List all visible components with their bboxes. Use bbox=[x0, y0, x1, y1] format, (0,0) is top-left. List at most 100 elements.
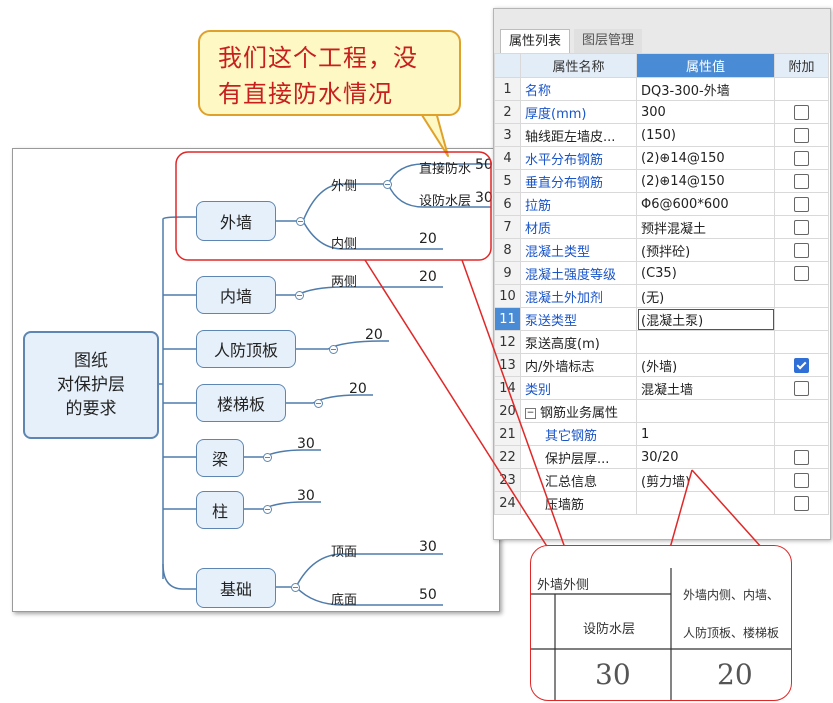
property-value-cell[interactable]: DQ3-300-外墙 bbox=[636, 77, 775, 101]
extra-checkbox[interactable] bbox=[794, 196, 809, 212]
root-node[interactable]: 图纸 对保护层 的要求 bbox=[23, 331, 159, 439]
collapse-toggle-column[interactable] bbox=[263, 505, 272, 514]
extra-cell bbox=[774, 330, 829, 354]
row-index: 8 bbox=[494, 238, 521, 262]
property-name-cell: 混凝土强度等级 bbox=[520, 261, 637, 285]
extra-cell bbox=[774, 376, 829, 400]
value-column: 30 bbox=[297, 488, 315, 504]
node-stair-slab[interactable]: 楼梯板 bbox=[196, 384, 286, 422]
extra-checkbox[interactable] bbox=[794, 449, 809, 465]
node-beam[interactable]: 梁 bbox=[196, 439, 244, 477]
property-value-cell[interactable]: 300 bbox=[636, 100, 775, 124]
collapse-toggle-stair[interactable] bbox=[314, 399, 323, 408]
header-index bbox=[494, 53, 521, 78]
property-value-cell[interactable]: (外墙) bbox=[636, 353, 775, 377]
property-name-cell: 泵送类型 bbox=[520, 307, 637, 331]
collapse-toggle-inner-wall[interactable] bbox=[295, 291, 304, 300]
property-value-cell[interactable]: (预拌砼) bbox=[636, 238, 775, 262]
tab-bar: 属性列表 图层管理 bbox=[494, 9, 830, 54]
collapse-toggle-outer-wall[interactable] bbox=[296, 217, 305, 226]
property-value-cell[interactable]: (无) bbox=[636, 284, 775, 308]
property-name-cell: 压墙筋 bbox=[520, 491, 637, 515]
header-property-name[interactable]: 属性名称 bbox=[520, 53, 637, 78]
drawing-outer-side: 外墙外侧 bbox=[537, 578, 590, 593]
label-with-waterproof-layer: 设防水层 bbox=[419, 194, 472, 209]
collapse-toggle-beam[interactable] bbox=[263, 453, 272, 462]
node-column[interactable]: 柱 bbox=[196, 491, 244, 529]
row-index: 14 bbox=[494, 376, 521, 400]
extra-checkbox[interactable] bbox=[794, 104, 809, 120]
extra-cell bbox=[774, 77, 829, 101]
property-name-cell: 垂直分布钢筋 bbox=[520, 169, 637, 193]
tab-layer-management[interactable]: 图层管理 bbox=[574, 29, 643, 53]
collapse-toggle-foundation[interactable] bbox=[291, 583, 300, 592]
mindmap-panel: 图纸 对保护层 的要求 外墙 内墙 人防顶板 楼梯板 梁 柱 基础 外侧 直接防… bbox=[12, 148, 500, 612]
property-value-cell[interactable]: (剪力墙) bbox=[636, 468, 775, 492]
extra-checkbox[interactable] bbox=[794, 495, 809, 511]
extra-checkbox[interactable] bbox=[794, 127, 809, 143]
property-value-cell[interactable]: 混凝土墙 bbox=[636, 376, 775, 400]
property-value-cell[interactable]: (150) bbox=[636, 123, 775, 147]
extra-checkbox[interactable] bbox=[794, 380, 809, 396]
property-value-cell[interactable]: 预拌混凝土 bbox=[636, 215, 775, 239]
drawing-excerpt: 外墙外侧 设防水层 外墙内侧、内墙、 人防顶板、楼梯板 30 20 bbox=[530, 545, 792, 701]
property-value-cell[interactable]: Φ6@600*600 bbox=[636, 192, 775, 216]
extra-checkbox[interactable] bbox=[794, 242, 809, 258]
table-row[interactable]: 24 压墙筋 bbox=[494, 491, 829, 515]
extra-checkbox[interactable] bbox=[794, 357, 809, 373]
node-foundation[interactable]: 基础 bbox=[196, 568, 276, 608]
extra-checkbox[interactable] bbox=[794, 173, 809, 189]
property-name-cell: 拉筋 bbox=[520, 192, 637, 216]
row-index: 3 bbox=[494, 123, 521, 147]
property-value-cell[interactable] bbox=[636, 399, 775, 423]
property-value-cell[interactable]: (C35) bbox=[636, 261, 775, 285]
property-value-cell[interactable]: (2)⊕14@150 bbox=[636, 146, 775, 170]
node-inner-wall[interactable]: 内墙 bbox=[196, 276, 276, 314]
header-extra[interactable]: 附加 bbox=[774, 53, 829, 78]
node-civil-defense-roof[interactable]: 人防顶板 bbox=[196, 330, 296, 368]
property-value-cell[interactable]: 1 bbox=[636, 422, 775, 446]
value-stair-slab: 20 bbox=[349, 381, 367, 397]
extra-cell bbox=[774, 261, 829, 285]
extra-cell bbox=[774, 422, 829, 446]
extra-cell bbox=[774, 100, 829, 124]
table-row[interactable]: 20−钢筋业务属性 bbox=[494, 399, 829, 423]
row-index: 24 bbox=[494, 491, 521, 515]
collapse-group-icon[interactable]: − bbox=[525, 407, 536, 419]
property-value-cell[interactable]: (2)⊕14@150 bbox=[636, 169, 775, 193]
header-property-value[interactable]: 属性值 bbox=[636, 53, 775, 78]
property-value-cell[interactable] bbox=[636, 491, 775, 515]
tab-property-list[interactable]: 属性列表 bbox=[500, 29, 571, 54]
label-both-sides: 两侧 bbox=[331, 275, 358, 290]
extra-checkbox[interactable] bbox=[794, 265, 809, 281]
extra-checkbox[interactable] bbox=[794, 219, 809, 235]
property-value-cell[interactable] bbox=[636, 330, 775, 354]
property-name: 压墙筋 bbox=[545, 497, 585, 513]
node-outer-wall[interactable]: 外墙 bbox=[196, 201, 276, 241]
property-value-cell[interactable]: (混凝土泵) bbox=[636, 307, 775, 331]
drawing-waterproof-layer: 设防水层 bbox=[583, 622, 636, 637]
extra-checkbox[interactable] bbox=[794, 472, 809, 488]
collapse-toggle-outside[interactable] bbox=[383, 180, 392, 189]
extra-cell bbox=[774, 169, 829, 193]
extra-checkbox[interactable] bbox=[794, 150, 809, 166]
collapse-toggle-civil-defense[interactable] bbox=[329, 345, 338, 354]
property-value-cell[interactable]: 30/20 bbox=[636, 445, 775, 469]
